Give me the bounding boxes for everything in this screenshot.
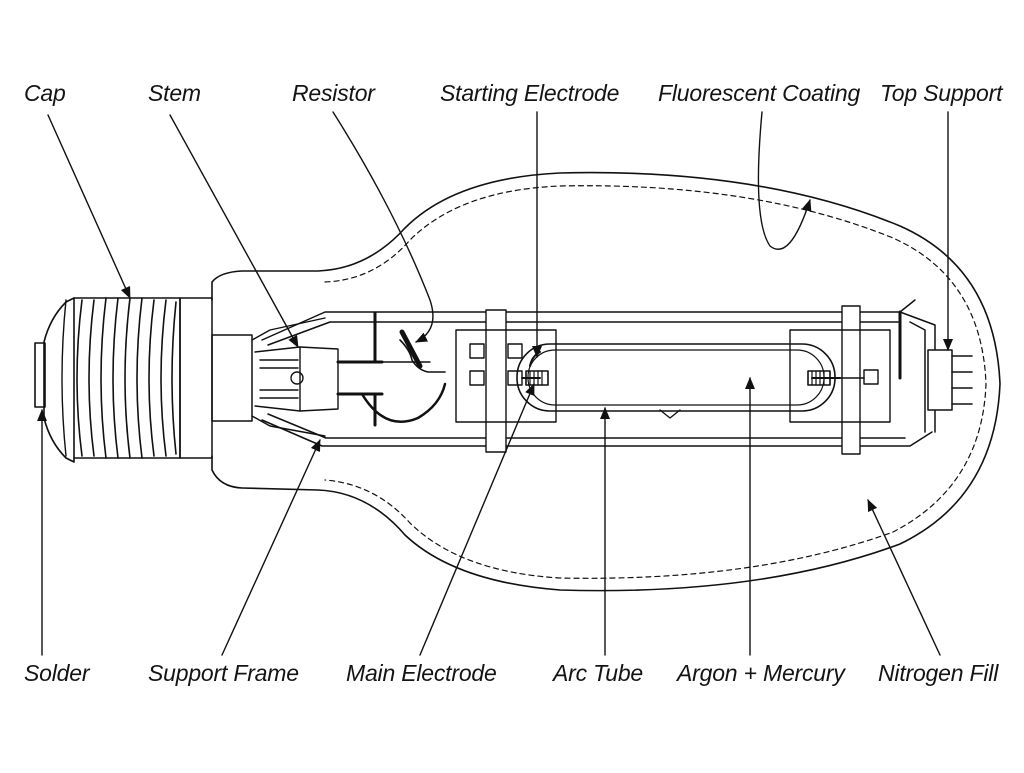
label-fluorescent-coating: Fluorescent Coating <box>658 80 861 106</box>
electrodes <box>521 351 865 386</box>
support-frame-leader <box>221 439 321 656</box>
label-resistor: Resistor <box>292 80 375 106</box>
arc-tube <box>516 343 836 419</box>
neck-collar <box>211 317 326 437</box>
label-cap: Cap <box>24 80 66 106</box>
label-starting-electrode: Starting Electrode <box>440 80 620 106</box>
stem-press <box>254 346 339 412</box>
arc-tube-mount <box>455 305 891 455</box>
label-solder: Solder <box>24 660 90 686</box>
lead-wires <box>336 311 447 427</box>
main-electrode-leader <box>419 383 535 656</box>
label-top-support: Top Support <box>880 80 1003 106</box>
label-nitrogen-fill: Nitrogen Fill <box>878 660 999 686</box>
label-argon-mercury: Argon + Mercury <box>677 660 845 686</box>
outer-bulb <box>211 171 1001 592</box>
top-support <box>898 310 973 411</box>
cap-base <box>34 297 213 463</box>
fluorescent-coating-line <box>324 185 987 579</box>
label-main-electrode: Main Electrode <box>346 660 497 686</box>
nitrogen-fill-leader <box>867 499 941 656</box>
resistor-leader <box>332 111 434 343</box>
stem-leader <box>169 114 299 348</box>
label-stem: Stem <box>148 80 201 106</box>
label-support-frame: Support Frame <box>148 660 299 686</box>
cap-leader <box>47 114 131 299</box>
fluorescent-coating-leader <box>757 111 812 250</box>
leader-lines <box>37 111 953 656</box>
label-arc-tube: Arc Tube <box>553 660 644 686</box>
